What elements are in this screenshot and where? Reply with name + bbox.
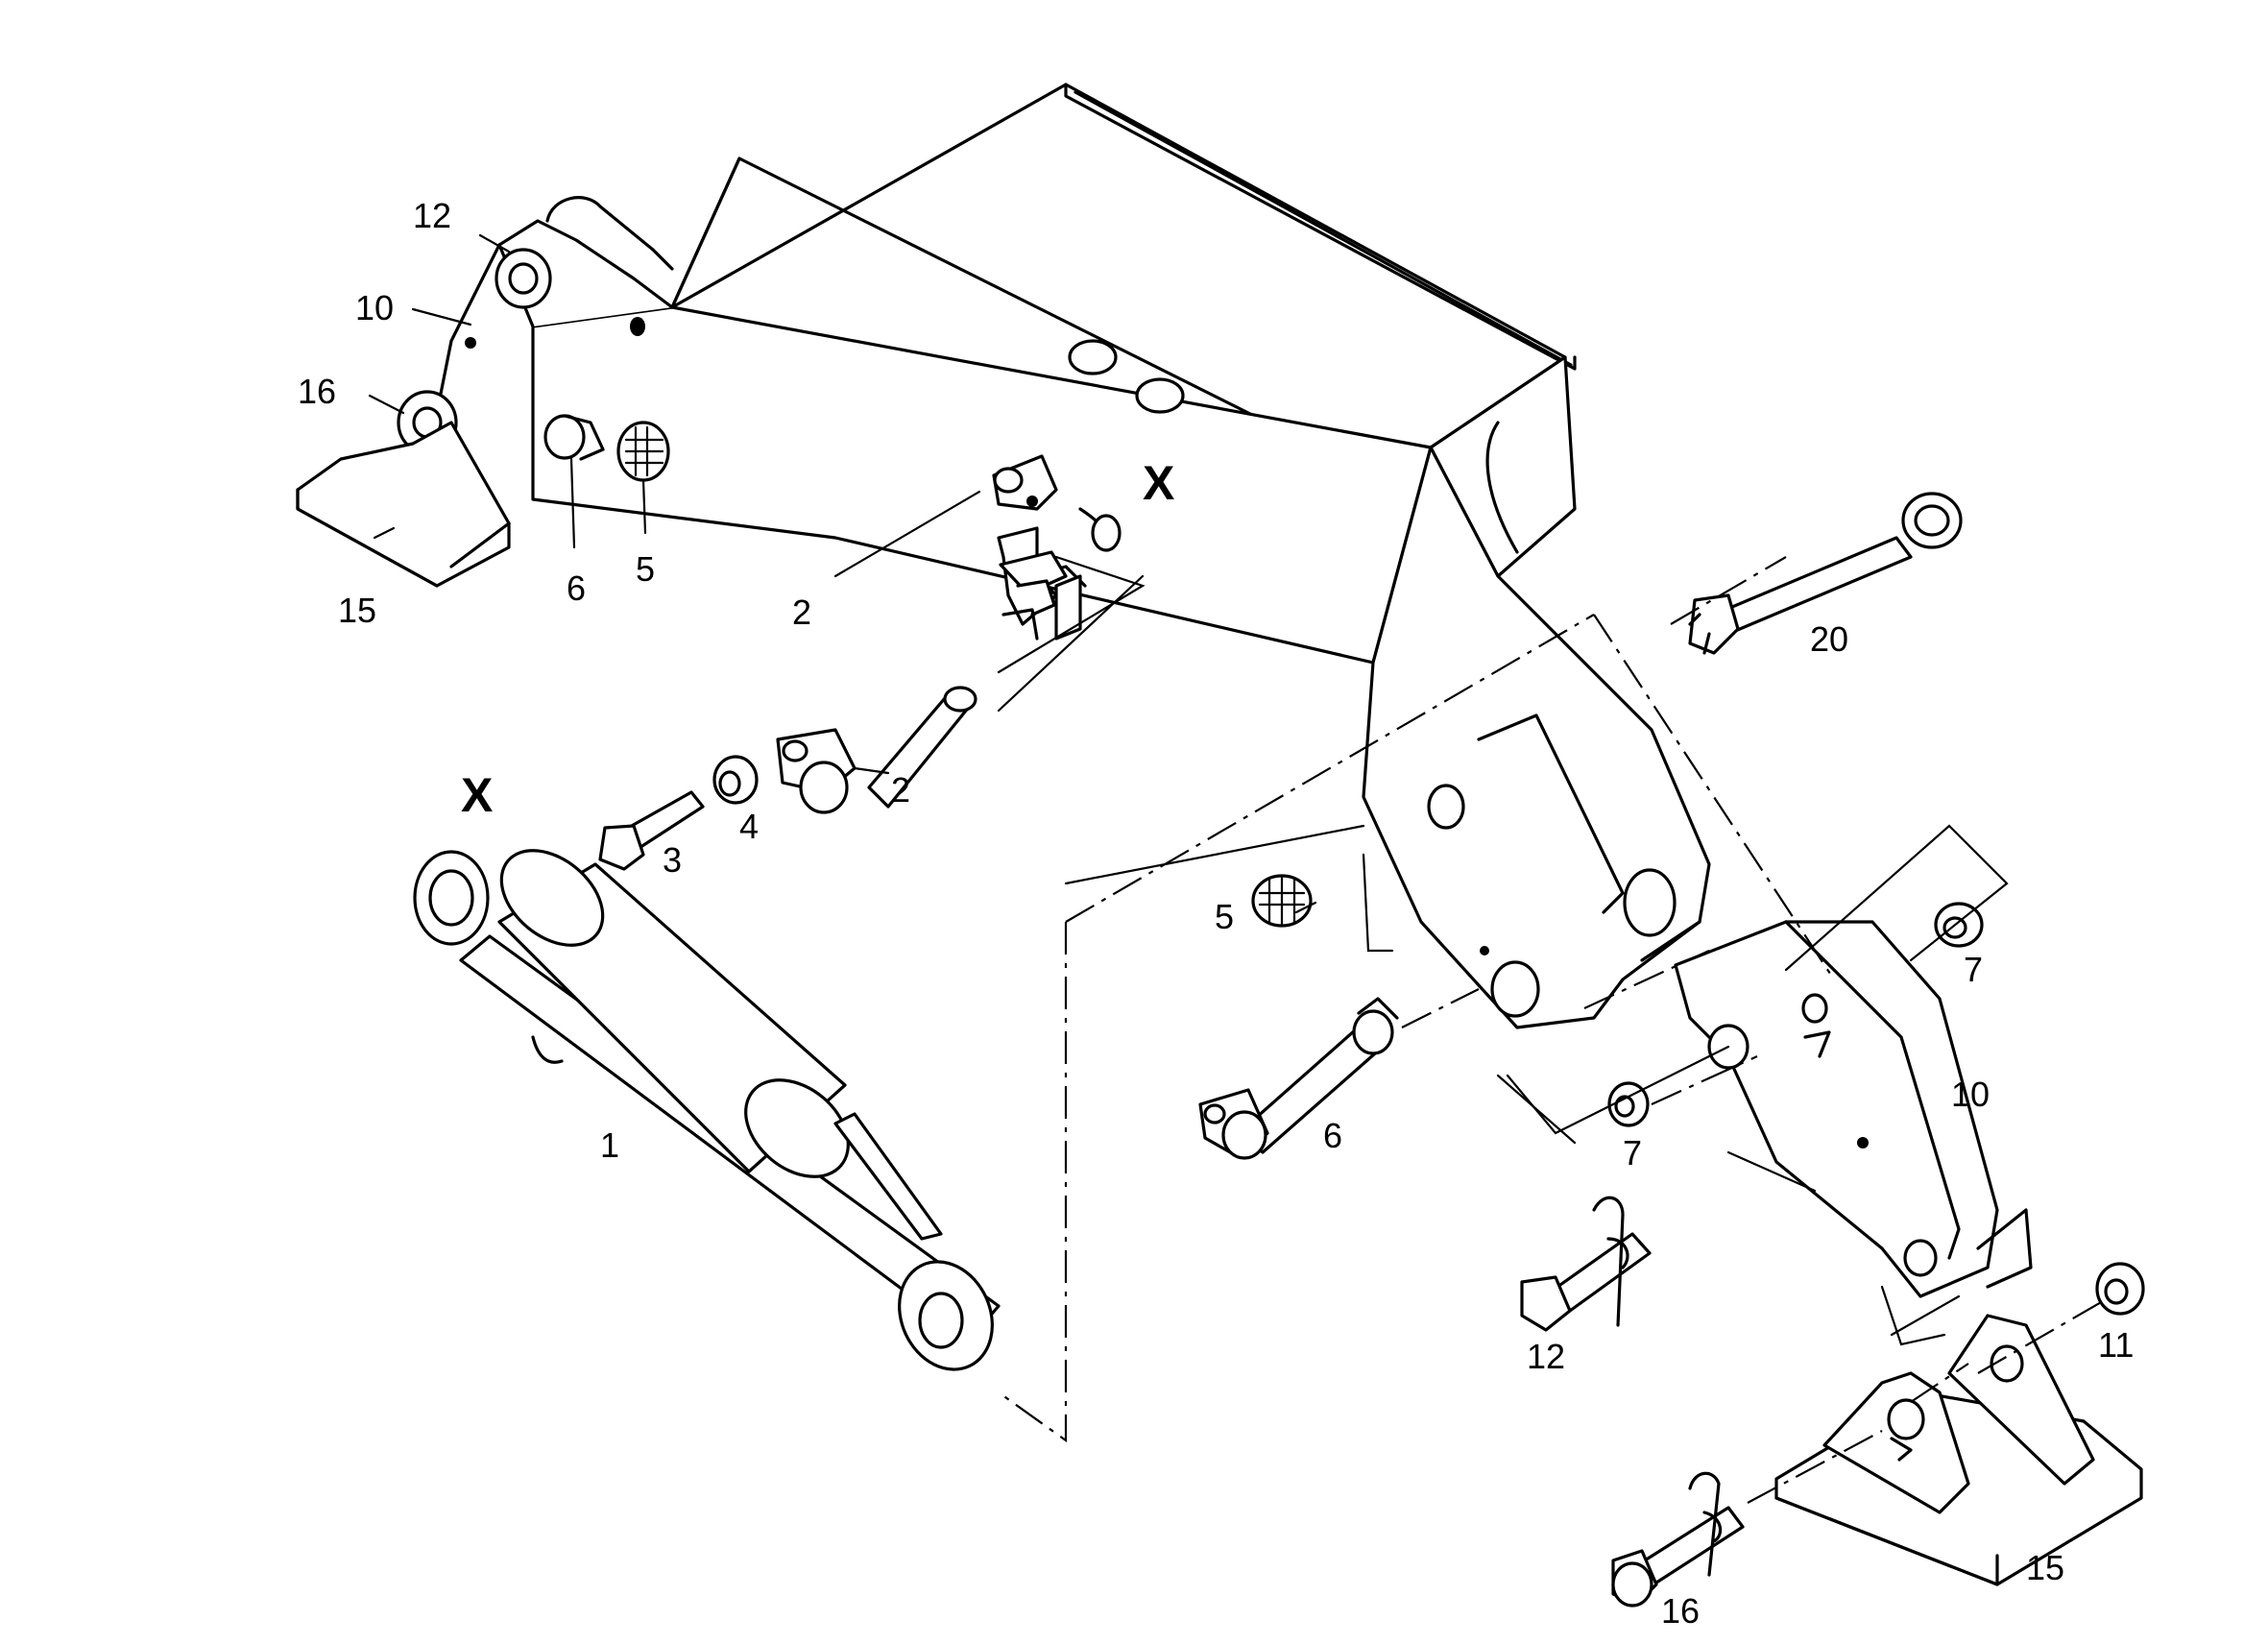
callout-20: 20	[1810, 619, 1848, 659]
callout-16-upper: 16	[298, 372, 336, 411]
washer-11	[2095, 1262, 2145, 1316]
bolt-3	[598, 790, 705, 871]
view-markers: X X	[461, 456, 1174, 822]
callout-12-upper: 12	[413, 196, 451, 235]
leader-lines	[368, 233, 2009, 1346]
callout-3: 3	[663, 840, 682, 880]
top-hole-1	[1068, 339, 1118, 375]
callout-1: 1	[600, 1125, 619, 1165]
boom-frame	[296, 83, 1711, 1029]
pin-20	[1688, 492, 1963, 655]
callout-6-lower: 6	[1323, 1116, 1342, 1155]
detail-x-bracket	[999, 514, 1122, 641]
callout-15-upper: 15	[338, 591, 376, 630]
callouts: 12 10 16 15 6 5 2 2 3 4 1 5 6 20 7 10 7 …	[298, 196, 2134, 1631]
callout-5-upper: 5	[636, 549, 655, 589]
pin-16	[1611, 1471, 1745, 1608]
callout-7-lower: 7	[1623, 1133, 1642, 1173]
callout-10-lower: 10	[1951, 1075, 1990, 1114]
callout-12-lower: 12	[1527, 1337, 1565, 1376]
callout-2-upper: 2	[792, 592, 811, 632]
callout-11: 11	[2098, 1325, 2134, 1365]
washer-4	[712, 755, 759, 805]
pin-12	[1520, 1196, 1652, 1332]
callout-2-lower: 2	[891, 770, 910, 810]
washer-7-upper	[1934, 902, 1984, 948]
view-x-label-upper: X	[1143, 456, 1174, 510]
callout-10-upper: 10	[355, 288, 394, 327]
center-lines	[998, 556, 2104, 1504]
pin-6	[1198, 997, 1399, 1160]
view-x-label-lower: X	[461, 768, 493, 822]
callout-5-lower: 5	[1215, 897, 1234, 936]
pin-2	[776, 686, 977, 814]
callout-4: 4	[739, 807, 759, 846]
hydraulic-cylinder	[413, 849, 1001, 1371]
bracket-15	[1774, 1314, 2143, 1586]
callout-15-lower: 15	[2026, 1548, 2064, 1587]
top-hole-2	[1135, 377, 1185, 414]
grease-cover-5	[1251, 874, 1313, 928]
callout-6-upper: 6	[567, 568, 586, 608]
callout-7-upper: 7	[1964, 950, 1983, 989]
callout-16-lower: 16	[1661, 1591, 1700, 1631]
